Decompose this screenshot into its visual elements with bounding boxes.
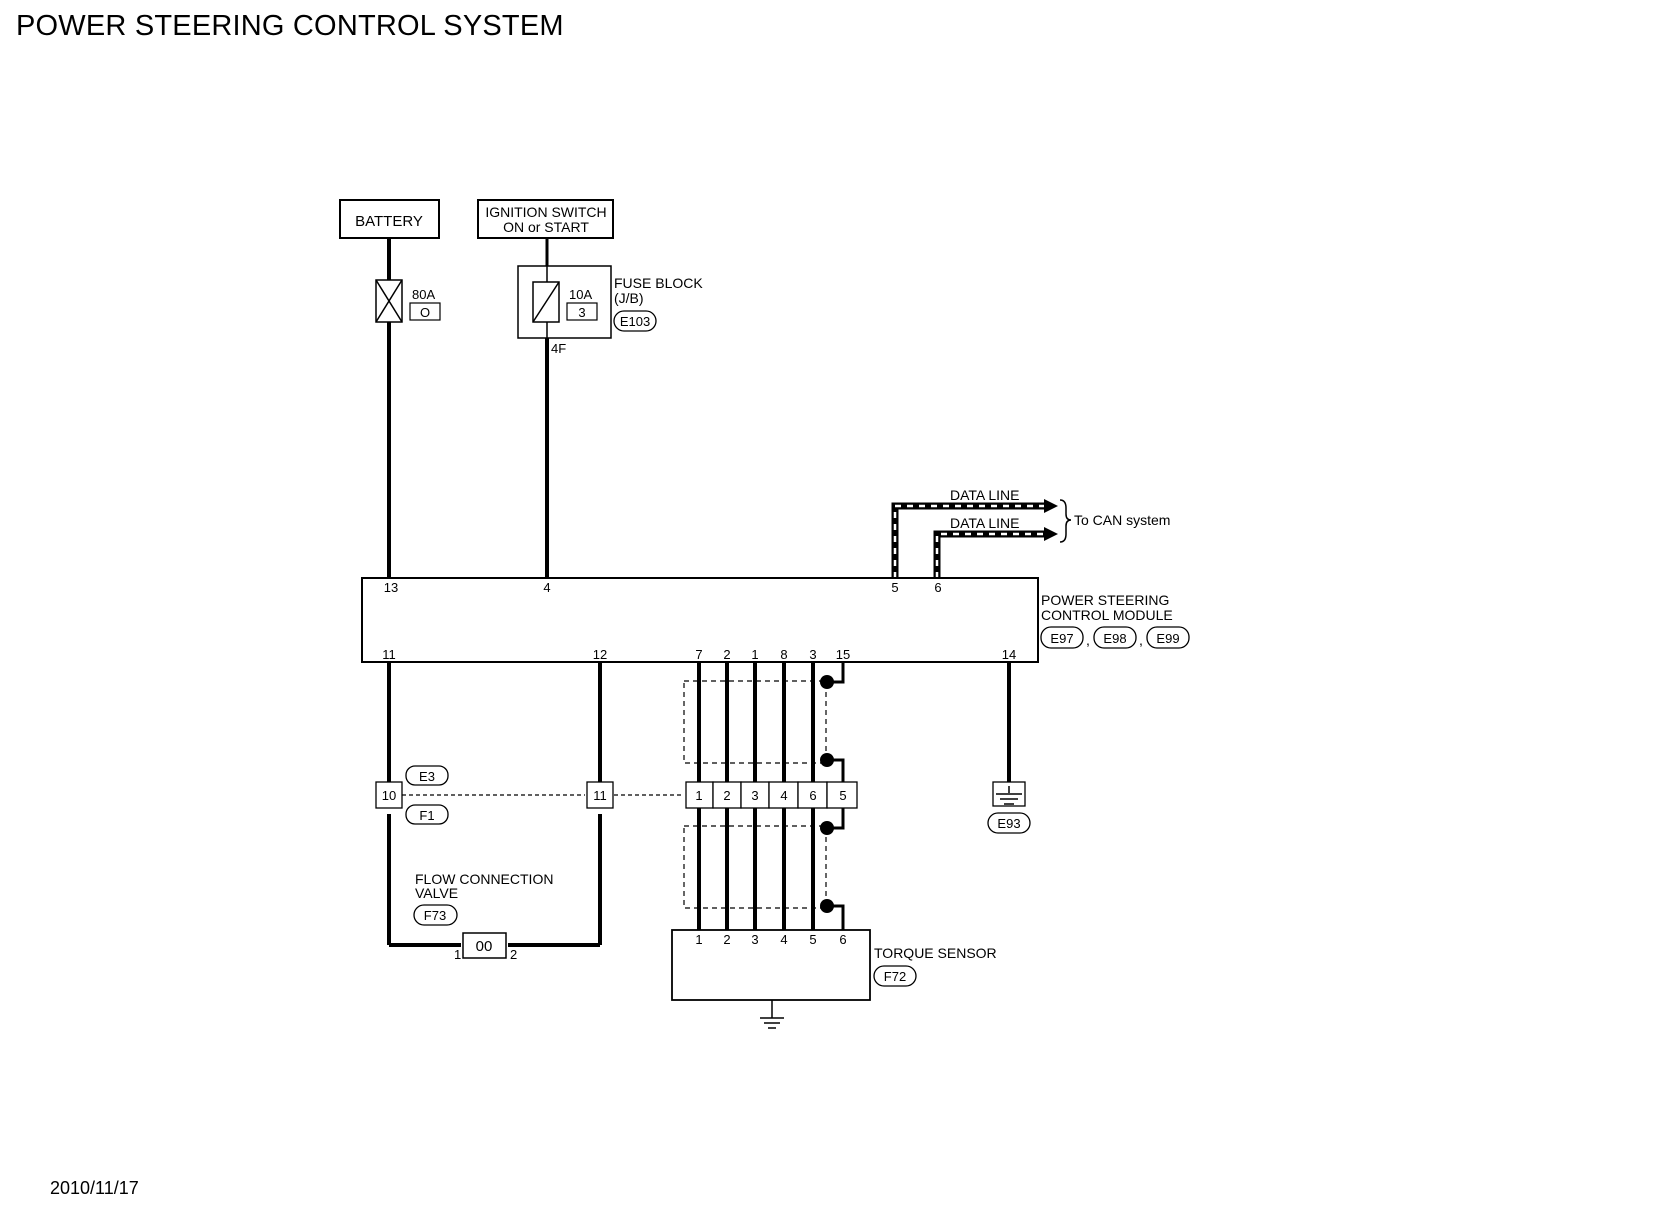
junction-connector-e3-f1: 10 11 E3 F1 — [375, 765, 684, 825]
module-connector-e99: E99 — [1156, 631, 1179, 646]
junction-pin-10: 10 — [382, 788, 396, 803]
junction-harness-pin-2: 2 — [723, 788, 730, 803]
battery-fuse-80a: 80A O — [375, 279, 441, 323]
module-connectors: E97 , E98 , E99 — [1040, 626, 1190, 649]
module-label-line1: POWER STEERING — [1041, 592, 1169, 608]
module-pin-3: 3 — [809, 647, 816, 662]
torque-pin-5: 5 — [809, 932, 816, 947]
ignition-label-line2: ON or START — [503, 219, 589, 235]
ground-e93: E93 — [987, 781, 1031, 834]
module-pin-8: 8 — [780, 647, 787, 662]
battery-component: BATTERY — [339, 199, 440, 239]
torque-sensor-label: TORQUE SENSOR — [874, 945, 997, 961]
module-connector-e97: E97 — [1050, 631, 1073, 646]
flow-valve-symbol: 00 — [476, 938, 493, 955]
junction-harness-pin-5: 5 — [839, 788, 846, 803]
fuse-block-label-line1: FUSE BLOCK — [614, 275, 703, 291]
module-connector-e98: E98 — [1103, 631, 1126, 646]
power-steering-control-module: 13 4 5 6 11 12 7 2 1 8 3 15 14 — [361, 577, 1039, 663]
page-title: POWER STEERING CONTROL SYSTEM — [16, 10, 564, 42]
battery-fuse-id: O — [420, 305, 430, 320]
module-connector-sep-1: , — [1086, 632, 1090, 648]
junction-harness-pin-1: 1 — [695, 788, 702, 803]
junction-harness-pin-3: 3 — [751, 788, 758, 803]
junction-pin-11: 11 — [593, 788, 607, 803]
fuse-block-rating: 10A — [569, 287, 592, 302]
torque-harness: 1 2 3 4 6 5 — [683, 662, 858, 930]
module-connector-sep-2: , — [1139, 632, 1143, 648]
module-pin-14: 14 — [1002, 647, 1016, 662]
flow-valve-label-line1: FLOW CONNECTION — [415, 871, 553, 887]
data-lines: DATA LINE DATA LINE To CAN system — [891, 487, 1170, 578]
junction-harness-pin-4: 4 — [780, 788, 787, 803]
flow-valve-connector: F73 — [424, 908, 446, 923]
fuse-block-label-line2: (J/B) — [614, 290, 644, 306]
flow-valve-pin1: 1 — [454, 947, 461, 962]
fuse-block-fuse-id: 3 — [578, 305, 585, 320]
torque-pin-3: 3 — [751, 932, 758, 947]
date-stamp: 2010/11/17 — [50, 1178, 139, 1198]
module-pin-5: 5 — [891, 580, 898, 595]
battery-label: BATTERY — [355, 213, 423, 230]
fuse-block-terminal: 4F — [551, 341, 566, 356]
can-system-label: To CAN system — [1074, 512, 1170, 528]
junction-connector-top: E3 — [419, 769, 435, 784]
module-pin-15: 15 — [836, 647, 850, 662]
module-pin-13: 13 — [384, 580, 398, 595]
ground-connector: E93 — [997, 816, 1020, 831]
fuse-block-connector: E103 — [620, 314, 650, 329]
data-line-2-label: DATA LINE — [950, 515, 1020, 531]
data-line-1-label: DATA LINE — [950, 487, 1020, 503]
torque-sensor-connector: F72 — [884, 969, 906, 984]
module-pin-7: 7 — [695, 647, 702, 662]
torque-pin-4: 4 — [780, 932, 787, 947]
junction-harness-pin-6: 6 — [809, 788, 816, 803]
fuse-block: 10A 3 FUSE BLOCK (J/B) E103 4F — [517, 265, 703, 356]
module-pin-2: 2 — [723, 647, 730, 662]
module-pin-1: 1 — [751, 647, 758, 662]
ignition-switch: IGNITION SWITCH ON or START — [477, 199, 614, 239]
torque-pin-1: 1 — [695, 932, 702, 947]
module-pin-12: 12 — [593, 647, 607, 662]
battery-fuse-rating: 80A — [412, 287, 435, 302]
flow-valve-label-line2: VALVE — [415, 885, 458, 901]
torque-pin-2: 2 — [723, 932, 730, 947]
module-pin-11: 11 — [382, 647, 396, 662]
module-pin-6: 6 — [934, 580, 941, 595]
torque-pin-6: 6 — [839, 932, 846, 947]
ignition-label-line1: IGNITION SWITCH — [485, 204, 606, 220]
module-pin-4: 4 — [543, 580, 550, 595]
flow-connection-valve: 00 1 2 FLOW CONNECTION VALVE F73 — [413, 871, 553, 962]
flow-valve-pin2: 2 — [510, 947, 517, 962]
junction-connector-bottom: F1 — [419, 808, 434, 823]
module-label-line2: CONTROL MODULE — [1041, 607, 1173, 623]
torque-sensor: 1 2 3 4 5 6 TORQUE SENSOR F72 — [671, 929, 997, 1029]
